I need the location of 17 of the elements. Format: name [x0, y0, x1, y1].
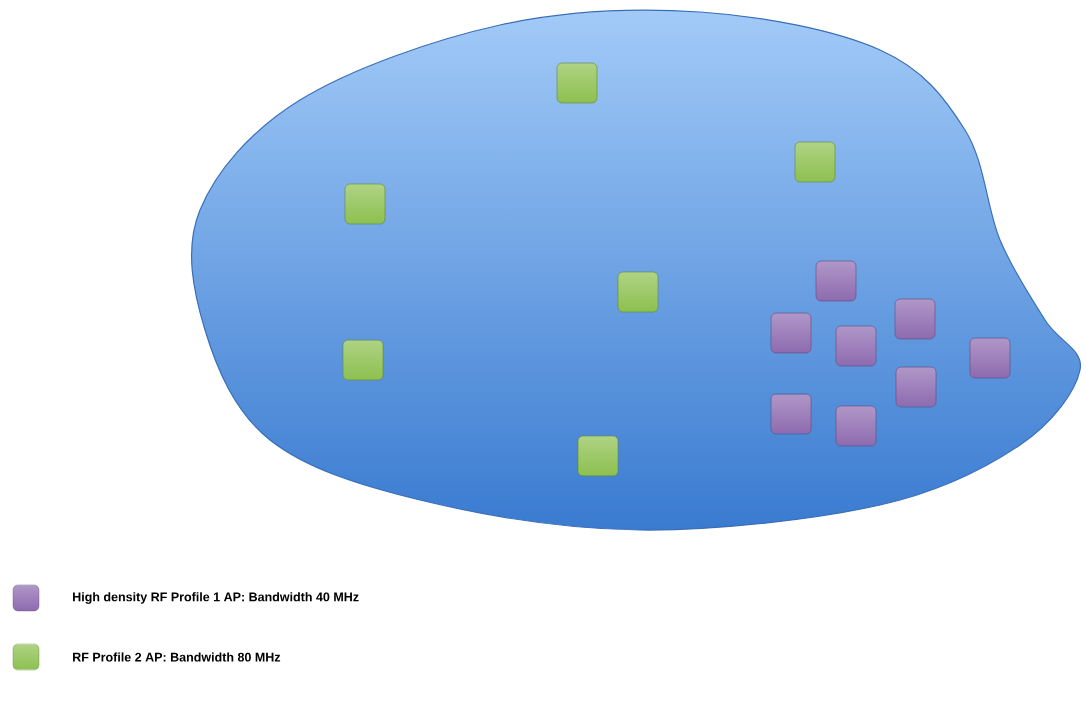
access-point-square [835, 325, 877, 367]
access-point-square [770, 393, 812, 435]
access-point-square [815, 260, 857, 302]
access-point-square [969, 337, 1011, 379]
legend-label: High density RF Profile 1 AP: Bandwidth 40 MHz [73, 592, 359, 604]
coverage-area [191, 9, 1082, 531]
access-point-square [617, 271, 659, 313]
access-point-square [835, 405, 877, 447]
legend-label: RF Profile 2 AP: Bandwidth 80 MHz [73, 652, 281, 662]
access-point-square [344, 183, 386, 225]
access-point-square [894, 298, 936, 340]
access-point-square [577, 435, 619, 477]
access-point-square [556, 62, 598, 104]
access-point-square [895, 366, 937, 408]
access-point-square [794, 141, 836, 183]
access-point-square [770, 312, 812, 354]
access-point-square [342, 339, 384, 381]
